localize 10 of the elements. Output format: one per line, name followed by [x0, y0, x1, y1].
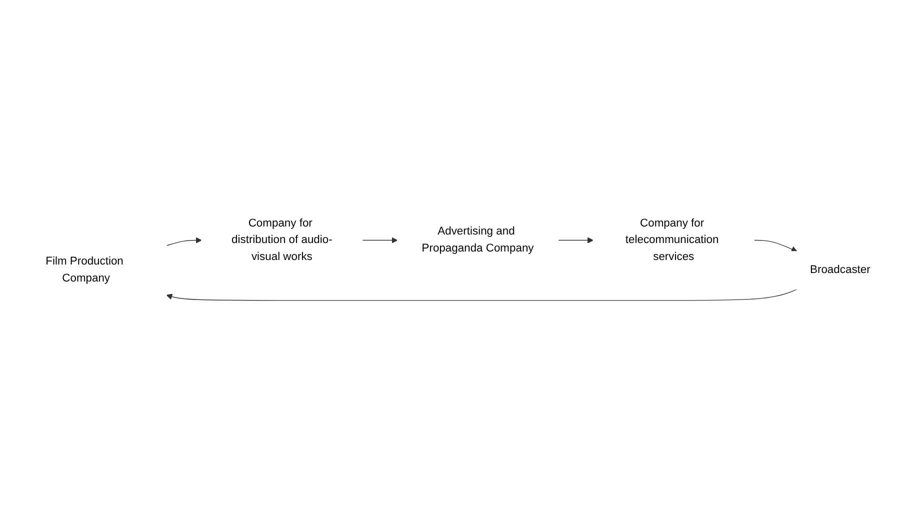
arrow — [166, 238, 202, 246]
node-text: Company for distribution of audio-visual works — [232, 218, 332, 264]
node-text: Advertising and Propaganda Company — [422, 226, 534, 255]
arrow — [362, 238, 398, 244]
arrow — [754, 240, 798, 253]
node-text: Film Production Company — [46, 256, 124, 285]
arrow — [558, 238, 594, 244]
node-text: Broadcaster — [810, 264, 870, 276]
node-text: Company for telecommunication services — [625, 218, 719, 264]
arrow — [166, 289, 798, 302]
